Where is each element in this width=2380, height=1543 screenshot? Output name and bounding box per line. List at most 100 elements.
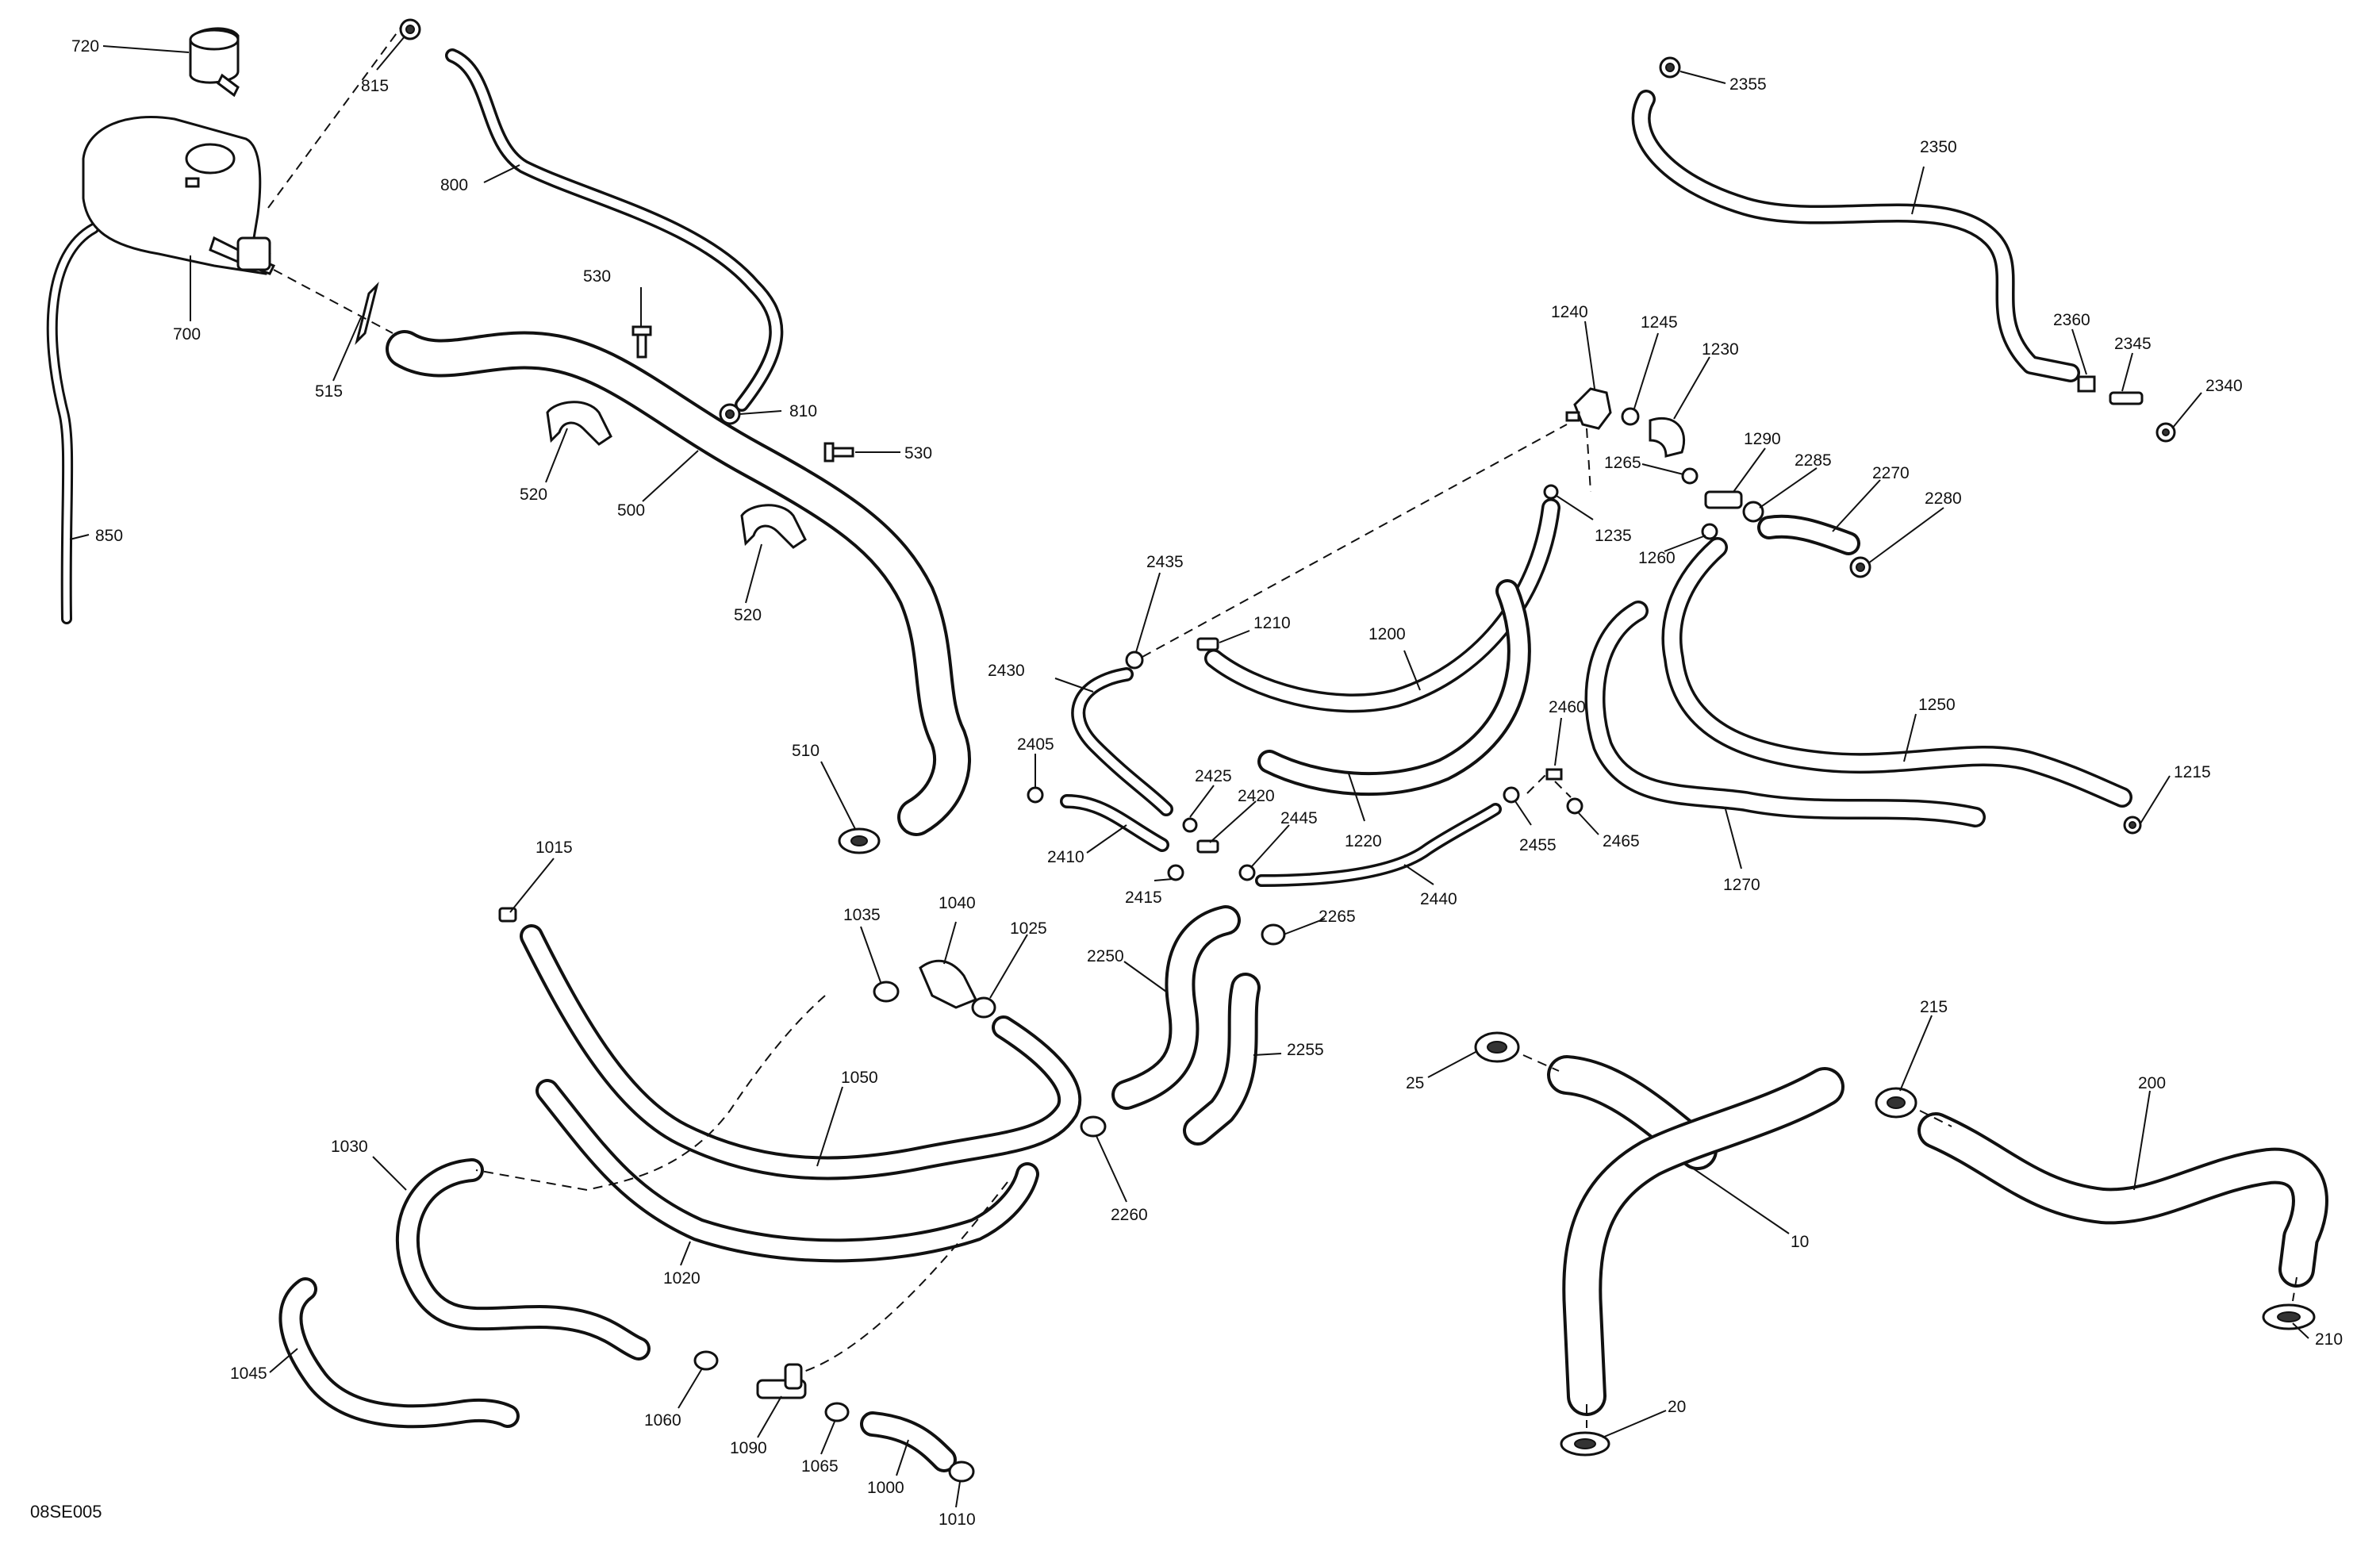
clamp-810 [719, 403, 741, 425]
label-1215: 1215 [2174, 763, 2211, 781]
clamp-1265 [1681, 467, 1699, 485]
clamp-2355 [1659, 56, 1681, 79]
hose-1250 [1661, 537, 2132, 808]
fitting-2360 [2077, 375, 2096, 393]
label-2410: 2410 [1047, 848, 1084, 866]
clamp-1215 [2123, 816, 2142, 835]
hose-2255 [1183, 973, 1261, 1146]
hose-1050 [520, 924, 1082, 1180]
label-2435: 2435 [1146, 553, 1184, 571]
reservoir-cap-720 [189, 27, 240, 98]
label-1020: 1020 [663, 1269, 701, 1288]
label-2430: 2430 [988, 662, 1025, 680]
clamp-210 [2262, 1303, 2316, 1330]
label-1240: 1240 [1551, 303, 1588, 321]
clamp-1060 [693, 1350, 719, 1371]
label-2350: 2350 [1920, 138, 1957, 156]
hose-1020 [536, 1079, 1039, 1263]
label-500: 500 [617, 501, 645, 520]
label-1265: 1265 [1604, 454, 1641, 472]
hose-1220 [1257, 579, 1531, 796]
label-20: 20 [1668, 1398, 1686, 1416]
hose-2350 [1631, 90, 2080, 382]
fitting-2465 [1566, 797, 1583, 815]
label-530-b: 530 [904, 444, 932, 463]
tee-1090 [756, 1363, 807, 1399]
label-1060: 1060 [644, 1411, 681, 1430]
clamp-1260 [1701, 523, 1718, 540]
leader-lines [69, 36, 2309, 1508]
label-2405: 2405 [1017, 735, 1054, 754]
label-1290: 1290 [1744, 430, 1781, 448]
label-1040: 1040 [939, 894, 976, 912]
screw-530-b [823, 442, 854, 463]
label-1045: 1045 [230, 1365, 267, 1383]
clamp-510 [838, 827, 881, 854]
thermostat-housing-1240 [1565, 387, 1612, 430]
label-1030: 1030 [331, 1138, 368, 1156]
label-1270: 1270 [1723, 876, 1760, 894]
fitting-2460 [1545, 768, 1563, 781]
label-720: 720 [71, 37, 99, 56]
label-2420: 2420 [1238, 787, 1275, 805]
label-1050: 1050 [841, 1069, 878, 1087]
label-2445: 2445 [1280, 809, 1318, 827]
clamp-2435 [1125, 651, 1144, 670]
clamp-2445 [1238, 864, 1256, 881]
clamp-1025 [971, 996, 996, 1019]
label-2355: 2355 [1729, 75, 1767, 94]
clamp-1010 [948, 1460, 975, 1483]
housing-1040 [919, 959, 978, 1009]
label-700: 700 [173, 325, 201, 344]
label-2280: 2280 [1925, 489, 1962, 508]
coolant-reservoir-700 [82, 115, 276, 275]
label-520-a: 520 [520, 486, 547, 504]
screw-530-a [631, 325, 652, 359]
hose-2440 [1255, 803, 1502, 887]
hose-1000 [860, 1411, 957, 1472]
label-210: 210 [2315, 1330, 2343, 1349]
bracket-520-a [546, 401, 612, 446]
hose-850 [46, 223, 99, 624]
label-2425: 2425 [1195, 767, 1232, 785]
label-1260: 1260 [1638, 549, 1676, 567]
clamp-1035 [873, 981, 900, 1003]
clamp-25 [1474, 1031, 1520, 1063]
hose-10 [1547, 1055, 1844, 1416]
label-1230: 1230 [1702, 340, 1739, 359]
label-25: 25 [1406, 1074, 1424, 1092]
fitting-2420 [1196, 839, 1219, 854]
hose-200 [1917, 1112, 2328, 1288]
label-810: 810 [789, 402, 817, 420]
label-530-a: 530 [583, 267, 611, 286]
label-1250: 1250 [1918, 696, 1956, 714]
clamp-2405 [1027, 786, 1044, 804]
label-1090: 1090 [730, 1439, 767, 1457]
clamp-20 [1560, 1431, 1610, 1457]
hose-2250 [1111, 905, 1241, 1110]
clamp-1065 [824, 1402, 850, 1422]
clamp-2280 [1849, 556, 1871, 578]
label-1235: 1235 [1595, 527, 1632, 545]
hose-500 [386, 330, 971, 836]
fitting-1015 [498, 907, 517, 923]
label-2415: 2415 [1125, 889, 1162, 907]
hose-800 [445, 48, 784, 412]
label-2455: 2455 [1519, 836, 1557, 854]
label-2260: 2260 [1111, 1206, 1148, 1224]
fitting-1235 [1543, 484, 1559, 500]
hose-2270 [1757, 514, 1860, 555]
cap-1210 [1196, 637, 1219, 651]
hose-2430 [1071, 667, 1173, 816]
clamp-2455 [1503, 786, 1520, 804]
label-200: 200 [2138, 1074, 2166, 1092]
label-1035: 1035 [843, 906, 881, 924]
label-1015: 1015 [536, 839, 573, 857]
label-1200: 1200 [1368, 625, 1406, 643]
hose-1045 [278, 1277, 520, 1429]
bracket-515 [355, 282, 379, 345]
fitting-2340 [2155, 422, 2176, 443]
label-850: 850 [95, 527, 123, 545]
part-number-labels: 720 815 800 700 530 515 520 500 810 530 … [71, 37, 2343, 1529]
